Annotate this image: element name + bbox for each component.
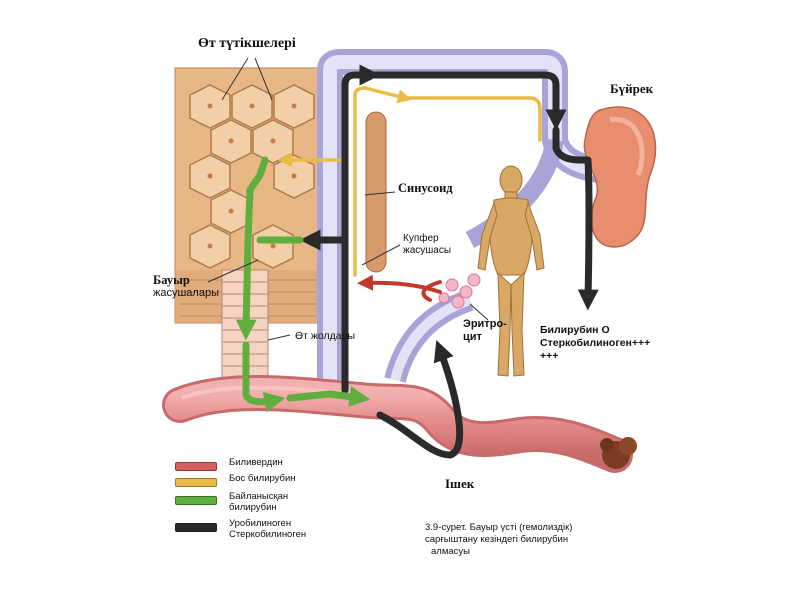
- label-sinusoid: Синусоид: [398, 181, 453, 195]
- urobilinogen-flow: [299, 64, 599, 459]
- legend-item-biliverdin: Биливердин: [175, 457, 283, 471]
- label-erythrocyte: Эритро- цит: [463, 318, 507, 343]
- kidney-icon: [583, 106, 657, 248]
- human-figure-icon: [477, 165, 545, 377]
- legend-swatch: [175, 496, 217, 505]
- label-kupffer-cell: Купфер жасушасы: [403, 233, 452, 256]
- label-kidney: Бүйрек: [610, 81, 654, 96]
- erythrocyte-icon: [438, 273, 481, 309]
- label-bile-ways: Өт жолдары: [295, 330, 356, 342]
- legend-item-free-bilirubin: Бос билирубин: [175, 473, 296, 487]
- sinusoid-wall: [365, 111, 387, 273]
- legend-swatch: [175, 523, 217, 532]
- feces-icon: [600, 437, 637, 469]
- liver-tissue: [174, 67, 326, 324]
- label-intestine: Ішек: [445, 476, 475, 491]
- figure-caption: 3.9-сурет. Бауыр үсті (гемолиздік) сарғы…: [425, 522, 573, 557]
- legend-swatch: [175, 462, 217, 471]
- label-pointers: [207, 57, 489, 341]
- conjugated-bilirubin-flow: [235, 156, 371, 413]
- free-bilirubin-flow: [278, 86, 542, 277]
- label-bile-ducts: Өт түтікшелері: [198, 36, 296, 51]
- biliverdin-flow: [357, 274, 442, 302]
- label-urine-info: Билирубин О Стеркобилиноген+++ +++: [540, 324, 651, 362]
- legend-swatch: [175, 478, 217, 487]
- label-hepatocytes: Бауыр жасушалары: [153, 273, 219, 300]
